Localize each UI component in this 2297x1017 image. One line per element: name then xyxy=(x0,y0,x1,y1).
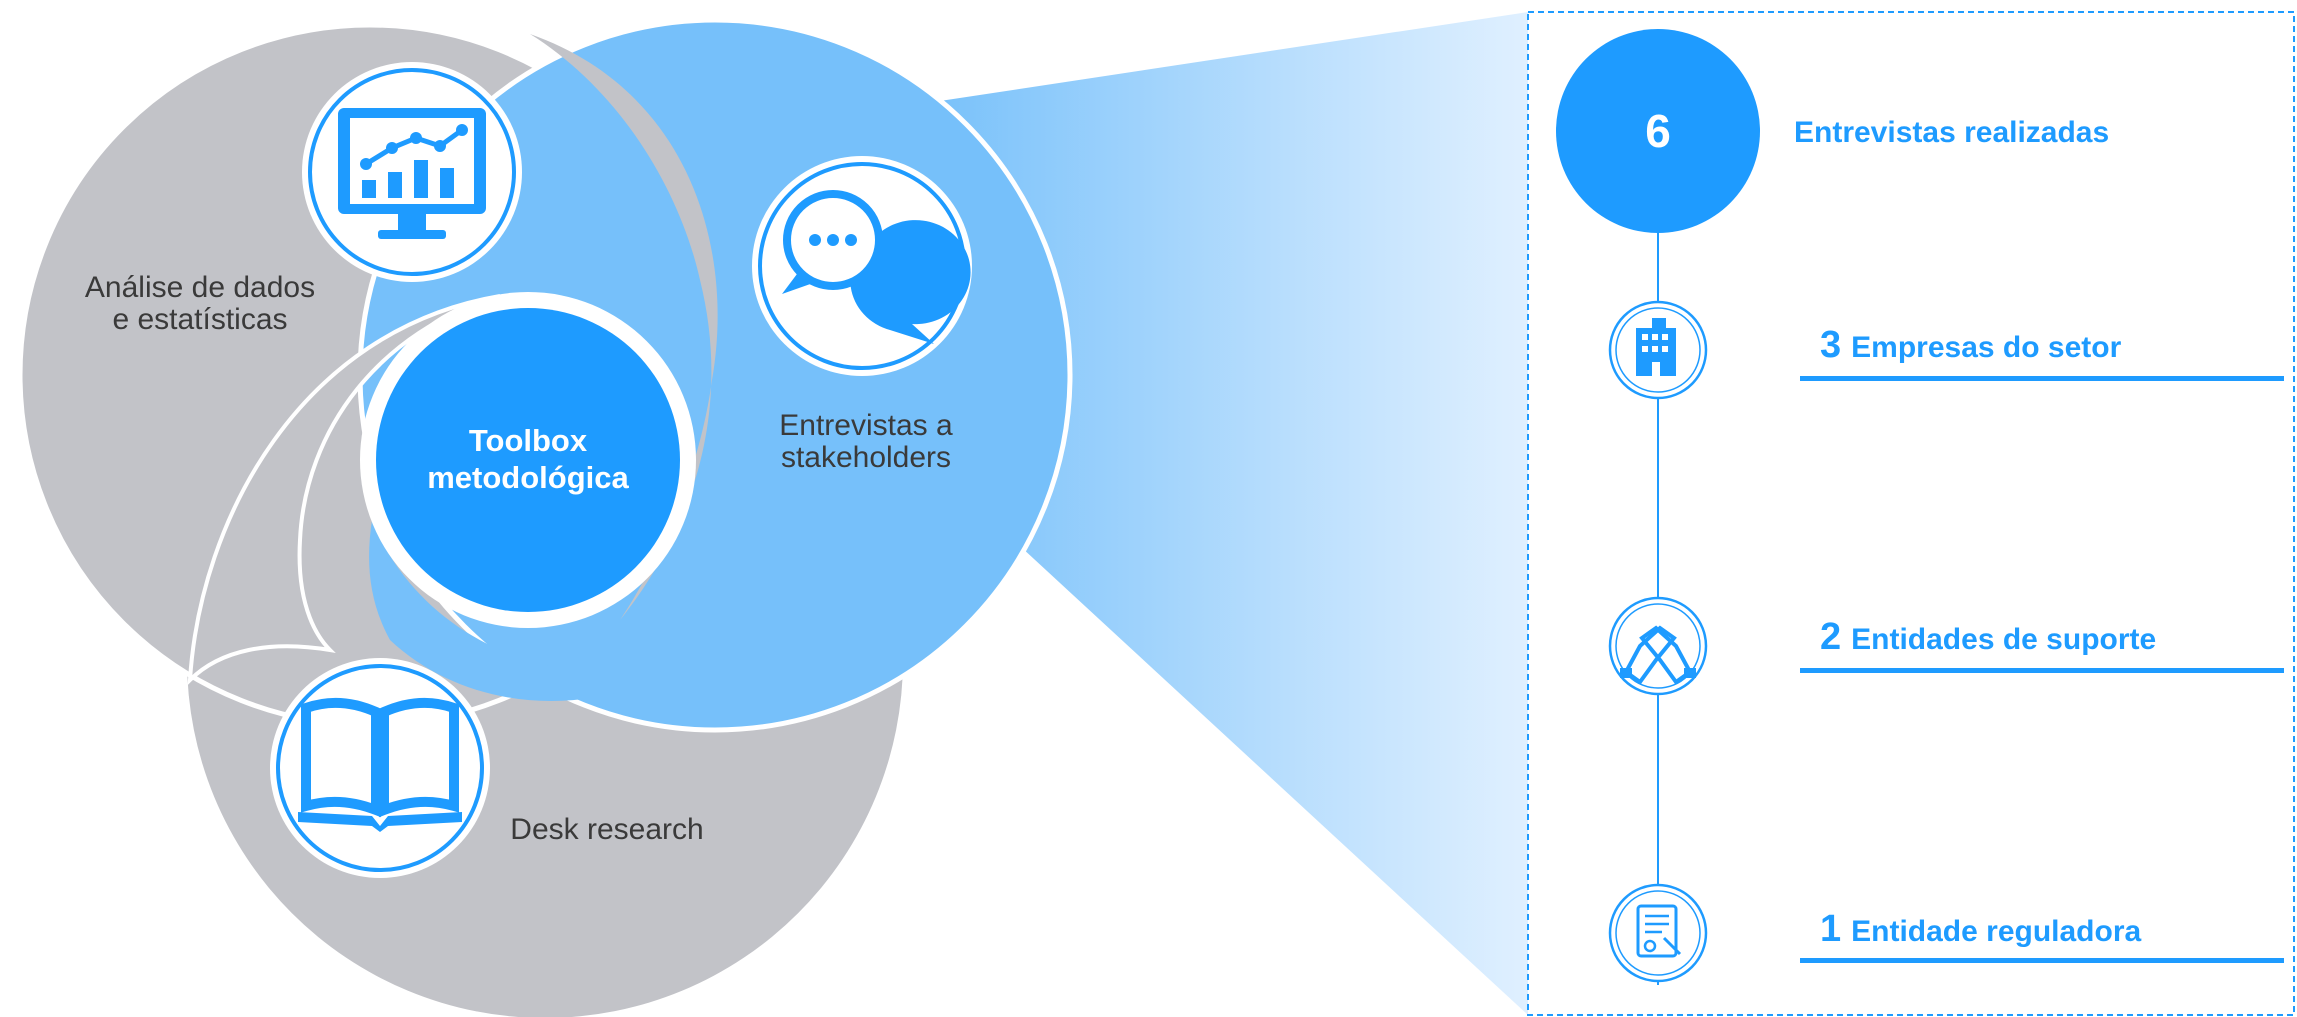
stat-support-label: Entidades de suporte xyxy=(1851,623,2157,656)
stat-companies: 3 Empresas do setor xyxy=(1820,324,2121,367)
center-circle xyxy=(376,308,680,612)
total-interviews-label: Entrevistas realizadas xyxy=(1794,116,2110,149)
swirl-blue-bottom xyxy=(369,520,690,702)
stat-companies-label: Empresas do setor xyxy=(1851,331,2122,364)
data-analysis-label: Análise de dados e estatísticas xyxy=(84,271,316,337)
zoom-beam xyxy=(920,12,1528,1015)
total-circle xyxy=(1556,29,1760,233)
office-building-icon xyxy=(1608,300,1708,400)
stat-regulator-label: Entidade reguladora xyxy=(1851,915,2142,948)
stat-regulator: 1 Entidade reguladora xyxy=(1820,908,2141,951)
total-interviews-value: 6 xyxy=(1645,105,1671,157)
stat-support-value: 2 xyxy=(1820,616,1842,658)
swirl-gray-bottom xyxy=(187,294,501,686)
stat-support-underline xyxy=(1800,668,2284,673)
stakeholder-interviews-label: Entrevistas a stakeholders xyxy=(779,409,953,475)
open-book-icon xyxy=(270,658,490,878)
desk-research-label: Desk research xyxy=(510,813,704,846)
stat-support: 2 Entidades de suporte xyxy=(1820,616,2156,659)
stat-companies-value: 3 xyxy=(1820,324,1842,366)
handshake-icon xyxy=(1608,596,1708,696)
stat-companies-underline xyxy=(1800,376,2284,381)
center-title: Toolbox metodológica xyxy=(427,423,629,496)
certificate-document-icon xyxy=(1608,883,1708,983)
stat-regulator-underline xyxy=(1800,958,2284,963)
chat-bubbles-icon xyxy=(752,156,972,376)
stats-panel-border xyxy=(1527,11,2295,1016)
chart-monitor-icon xyxy=(302,62,522,282)
stat-regulator-value: 1 xyxy=(1820,908,1842,950)
swirl-gray-overlay xyxy=(530,34,718,620)
